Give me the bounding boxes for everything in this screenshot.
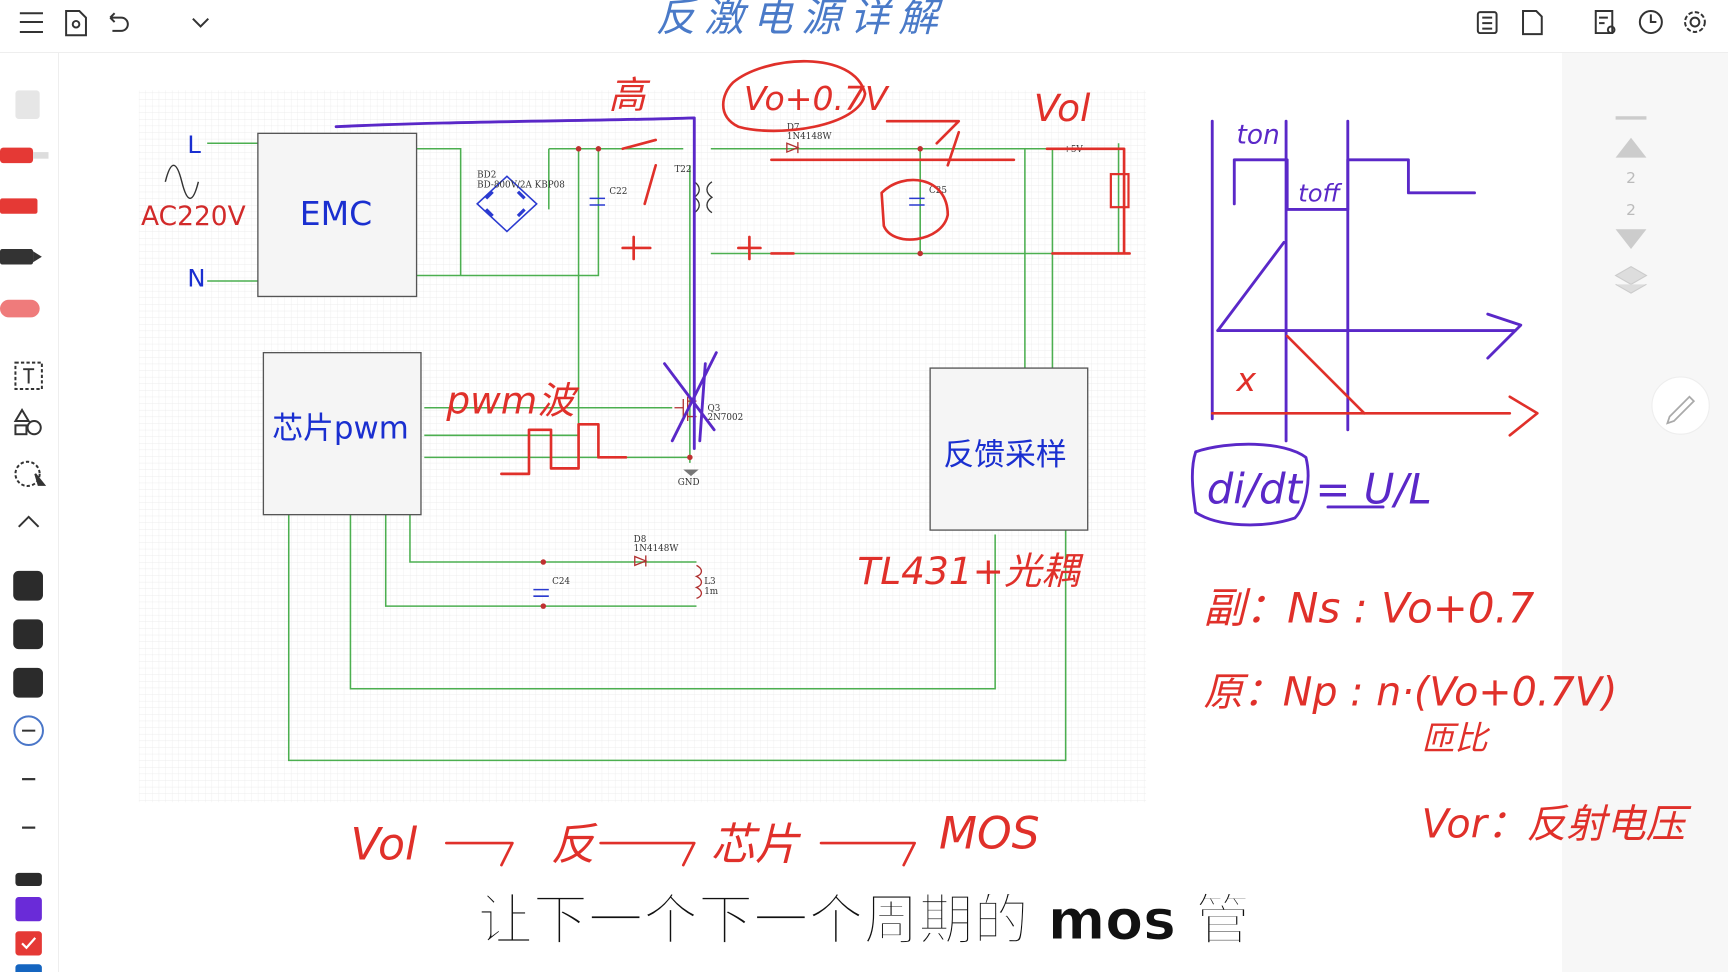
emc-block: [257, 132, 418, 298]
cap-c22: C22: [609, 187, 627, 197]
color-swatch-2[interactable]: [13, 619, 43, 650]
text-tool-icon[interactable]: [14, 361, 43, 391]
eraser-tool-icon[interactable]: [15, 90, 40, 120]
pwm-chip-label: 芯片pwm: [272, 411, 409, 447]
settings-icon[interactable]: [1684, 11, 1706, 33]
highlighter-tool-icon[interactable]: [0, 299, 40, 318]
layers-icon[interactable]: [1614, 266, 1648, 294]
chevron-down-icon[interactable]: [192, 18, 209, 28]
color-swatch-1[interactable]: [13, 570, 43, 601]
recent-color-black[interactable]: [15, 872, 42, 887]
shapes-tool-icon[interactable]: [13, 408, 42, 436]
note-ton: ton: [1236, 119, 1279, 150]
mosfet-ref: Q3: [708, 404, 721, 414]
schematic-image: [138, 90, 1147, 803]
note-toff: toff: [1298, 179, 1342, 208]
outline-icon[interactable]: [1476, 11, 1498, 35]
document-title: 反激电源详解: [656, 0, 947, 41]
chain-feedback: 反: [551, 820, 598, 871]
right-page-panel: [1562, 53, 1728, 972]
recent-color-red-selected[interactable]: [15, 931, 42, 956]
page-up-icon[interactable]: [1615, 137, 1647, 158]
history-icon[interactable]: [1638, 10, 1663, 35]
note-vor: Vor：反射电压: [1422, 802, 1692, 848]
page-total: 2: [1626, 201, 1636, 219]
mosfet-part: 2N7002: [708, 413, 744, 423]
marker-red-tool-icon[interactable]: [0, 198, 38, 214]
color-swatch-3[interactable]: [13, 667, 43, 698]
pen-red-tool-icon[interactable]: [0, 147, 49, 164]
cap-c24: C24: [552, 577, 570, 587]
feedback-label: 反馈采样: [943, 437, 1066, 473]
pencil-edit-button[interactable]: [1651, 376, 1710, 435]
diode-d8-part: 1N4148W: [634, 544, 680, 554]
search-doc-icon[interactable]: [1594, 10, 1616, 35]
page-current: 2: [1626, 169, 1636, 187]
bridge-part: BD-800V/2A KBP08: [477, 180, 565, 190]
bridge-ref: BD2: [477, 170, 496, 180]
feedback-block: [929, 367, 1089, 531]
video-subtitle: 让下一个下一个周期的 mos 管: [478, 888, 1250, 952]
chain-vol: Vol: [350, 820, 418, 871]
file-preview-icon[interactable]: [65, 10, 87, 37]
chain-mos: MOS: [939, 809, 1040, 860]
gnd-label: GND: [678, 478, 700, 488]
recent-color-blue[interactable]: [15, 964, 42, 972]
label-L: L: [187, 130, 201, 159]
stroke-width-thin-icon[interactable]: [13, 715, 44, 746]
page-down-icon[interactable]: [1615, 229, 1647, 250]
undo-icon[interactable]: [109, 12, 129, 32]
top-toolbar: [0, 0, 1728, 53]
note-turns-ratio: 匝比: [1422, 718, 1491, 757]
inductor-value: 1m: [704, 587, 719, 597]
menu-icon[interactable]: [19, 12, 43, 33]
diode-top-part: 1N4148W: [787, 132, 833, 142]
diode-d8-ref: D8: [634, 535, 647, 545]
emc-label: EMC: [300, 194, 372, 233]
purple-ink-strokes: [334, 116, 1523, 527]
ac-sine-icon: [164, 164, 200, 200]
transformer-ref: T22: [674, 165, 691, 175]
note-high: 高: [608, 73, 650, 117]
recent-color-purple[interactable]: [15, 897, 42, 922]
note-didt: di/dt = U/L: [1207, 465, 1432, 514]
note-pwm-wave: pwm波: [445, 378, 580, 422]
chain-chip: 芯片: [711, 820, 802, 871]
pen-black-tool-icon[interactable]: [0, 249, 42, 265]
collapse-up-icon[interactable]: [18, 515, 40, 528]
note-secondary: 副：Ns : Vo+0.7: [1203, 584, 1534, 633]
inductor-ref: L3: [704, 577, 715, 587]
note-vo-plus: Vo+0.7V: [744, 79, 890, 118]
label-N: N: [187, 264, 205, 293]
note-primary: 原：Np : n·(Vo+0.7V): [1203, 669, 1617, 715]
pwm-chip-block: [262, 351, 422, 516]
red-ink-strokes: [445, 59, 1539, 867]
page-icon[interactable]: [1522, 10, 1543, 36]
lasso-tool-icon[interactable]: [14, 460, 47, 487]
diode-top-ref: D7: [787, 123, 800, 133]
ac-label: AC220V: [141, 201, 246, 232]
note-x: x: [1235, 360, 1256, 399]
note-vol-top: Vol: [1034, 86, 1091, 130]
note-tl431: TL431+光耦: [857, 549, 1084, 593]
